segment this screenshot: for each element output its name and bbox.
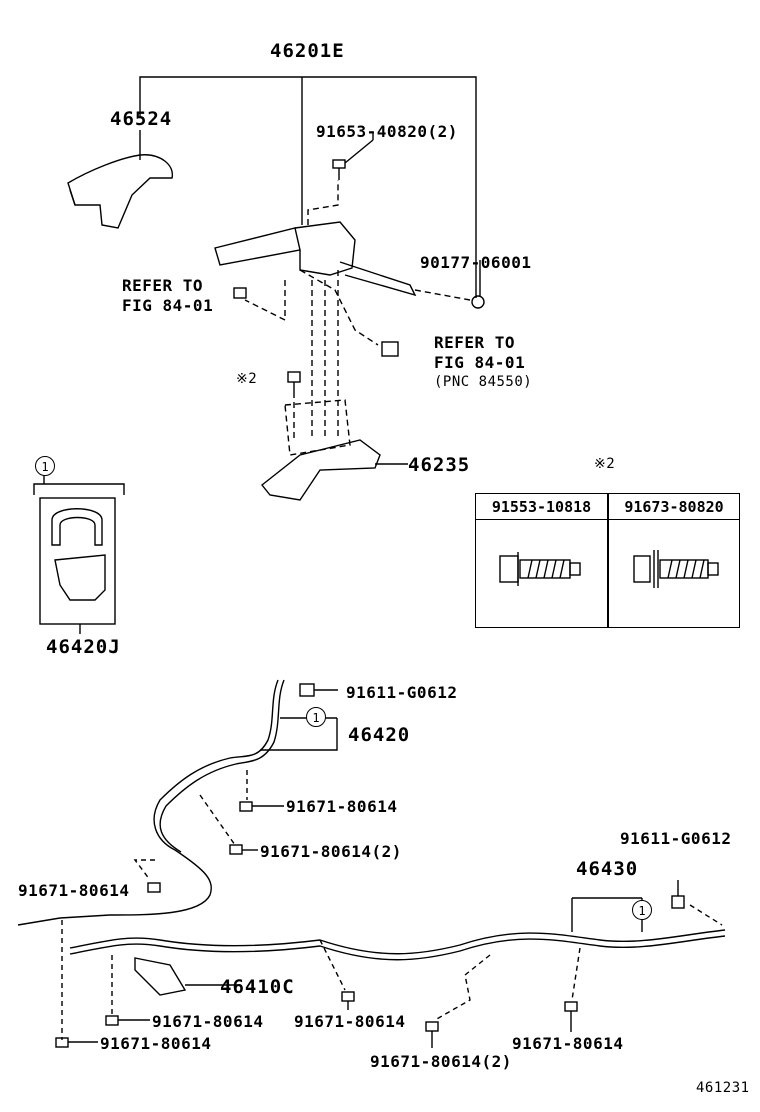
refer-right-line3: (PNC 84550) [434, 374, 533, 390]
refer-parts [233, 287, 399, 357]
washer-bolt-icon [633, 550, 719, 588]
spec-table-col2: 91673-80820 [609, 494, 739, 520]
refer-left-line1: REFER TO [122, 276, 204, 295]
bracket-part [261, 399, 408, 501]
front-cable-part [17, 679, 338, 926]
cable-left-label: 46410C [220, 976, 295, 998]
bolt-80614-d-label: 91671-80614 [152, 1012, 264, 1031]
lever-cover-part [67, 154, 174, 229]
clamp-kit-callout: 1 [35, 456, 55, 476]
bolt-80614-e-label: 91671-80614 [100, 1034, 212, 1053]
top-bolt-part [332, 132, 374, 180]
spec-table: 91553-10818 91673-80820 [475, 493, 740, 628]
bolt-80614-c-label: 91671-80614 [18, 881, 130, 900]
bolt-g0612-right-label: 91611-G0612 [620, 829, 732, 848]
top-bolt-label: 91653-40820(2) [316, 122, 458, 141]
spec-table-col1: 91553-10818 [476, 494, 607, 520]
note-bolt-part [287, 371, 301, 392]
refer-left-line2: FIG 84-01 [122, 296, 214, 315]
bolt-80614-f-label: 91671-80614 [294, 1012, 406, 1031]
bracket-label: 46235 [408, 454, 471, 476]
bolt-leader-lines [61, 770, 723, 1040]
right-cable-label: 46430 [576, 858, 639, 880]
clamp-kit-box [33, 474, 125, 634]
bolt-80614-g-label: 91671-80614(2) [370, 1052, 512, 1071]
refer-right-line1: REFER TO [434, 333, 516, 352]
lever-cover-label: 46524 [110, 108, 173, 130]
assembly-label: 46201E [270, 40, 345, 62]
clamp-kit-label: 46420J [46, 636, 121, 658]
right-cable-callout: 1 [632, 900, 652, 920]
rear-cables-part [69, 897, 726, 996]
figure-id: 461231 [696, 1080, 750, 1096]
bolt-80614-h-label: 91671-80614 [512, 1034, 624, 1053]
note-bolt-mark: ※2 [236, 371, 258, 387]
bolt-g0612-top-label: 91611-G0612 [346, 683, 458, 702]
nut-label: 90177-06001 [420, 253, 532, 272]
bolt-80614-b-label: 91671-80614(2) [260, 842, 402, 861]
label-ticks [68, 805, 679, 1048]
bolt-80614-a-label: 91671-80614 [286, 797, 398, 816]
spec-table-bolts [499, 550, 719, 588]
spec-table-divider [607, 494, 609, 627]
guide-dashed-lines [244, 180, 379, 440]
refer-right-line2: FIG 84-01 [434, 353, 526, 372]
front-cable-label: 46420 [348, 724, 411, 746]
flange-bolt-icon [499, 552, 581, 586]
small-bolts [55, 801, 685, 1048]
front-cable-callout: 1 [306, 707, 326, 727]
spec-table-note: ※2 [594, 456, 616, 472]
